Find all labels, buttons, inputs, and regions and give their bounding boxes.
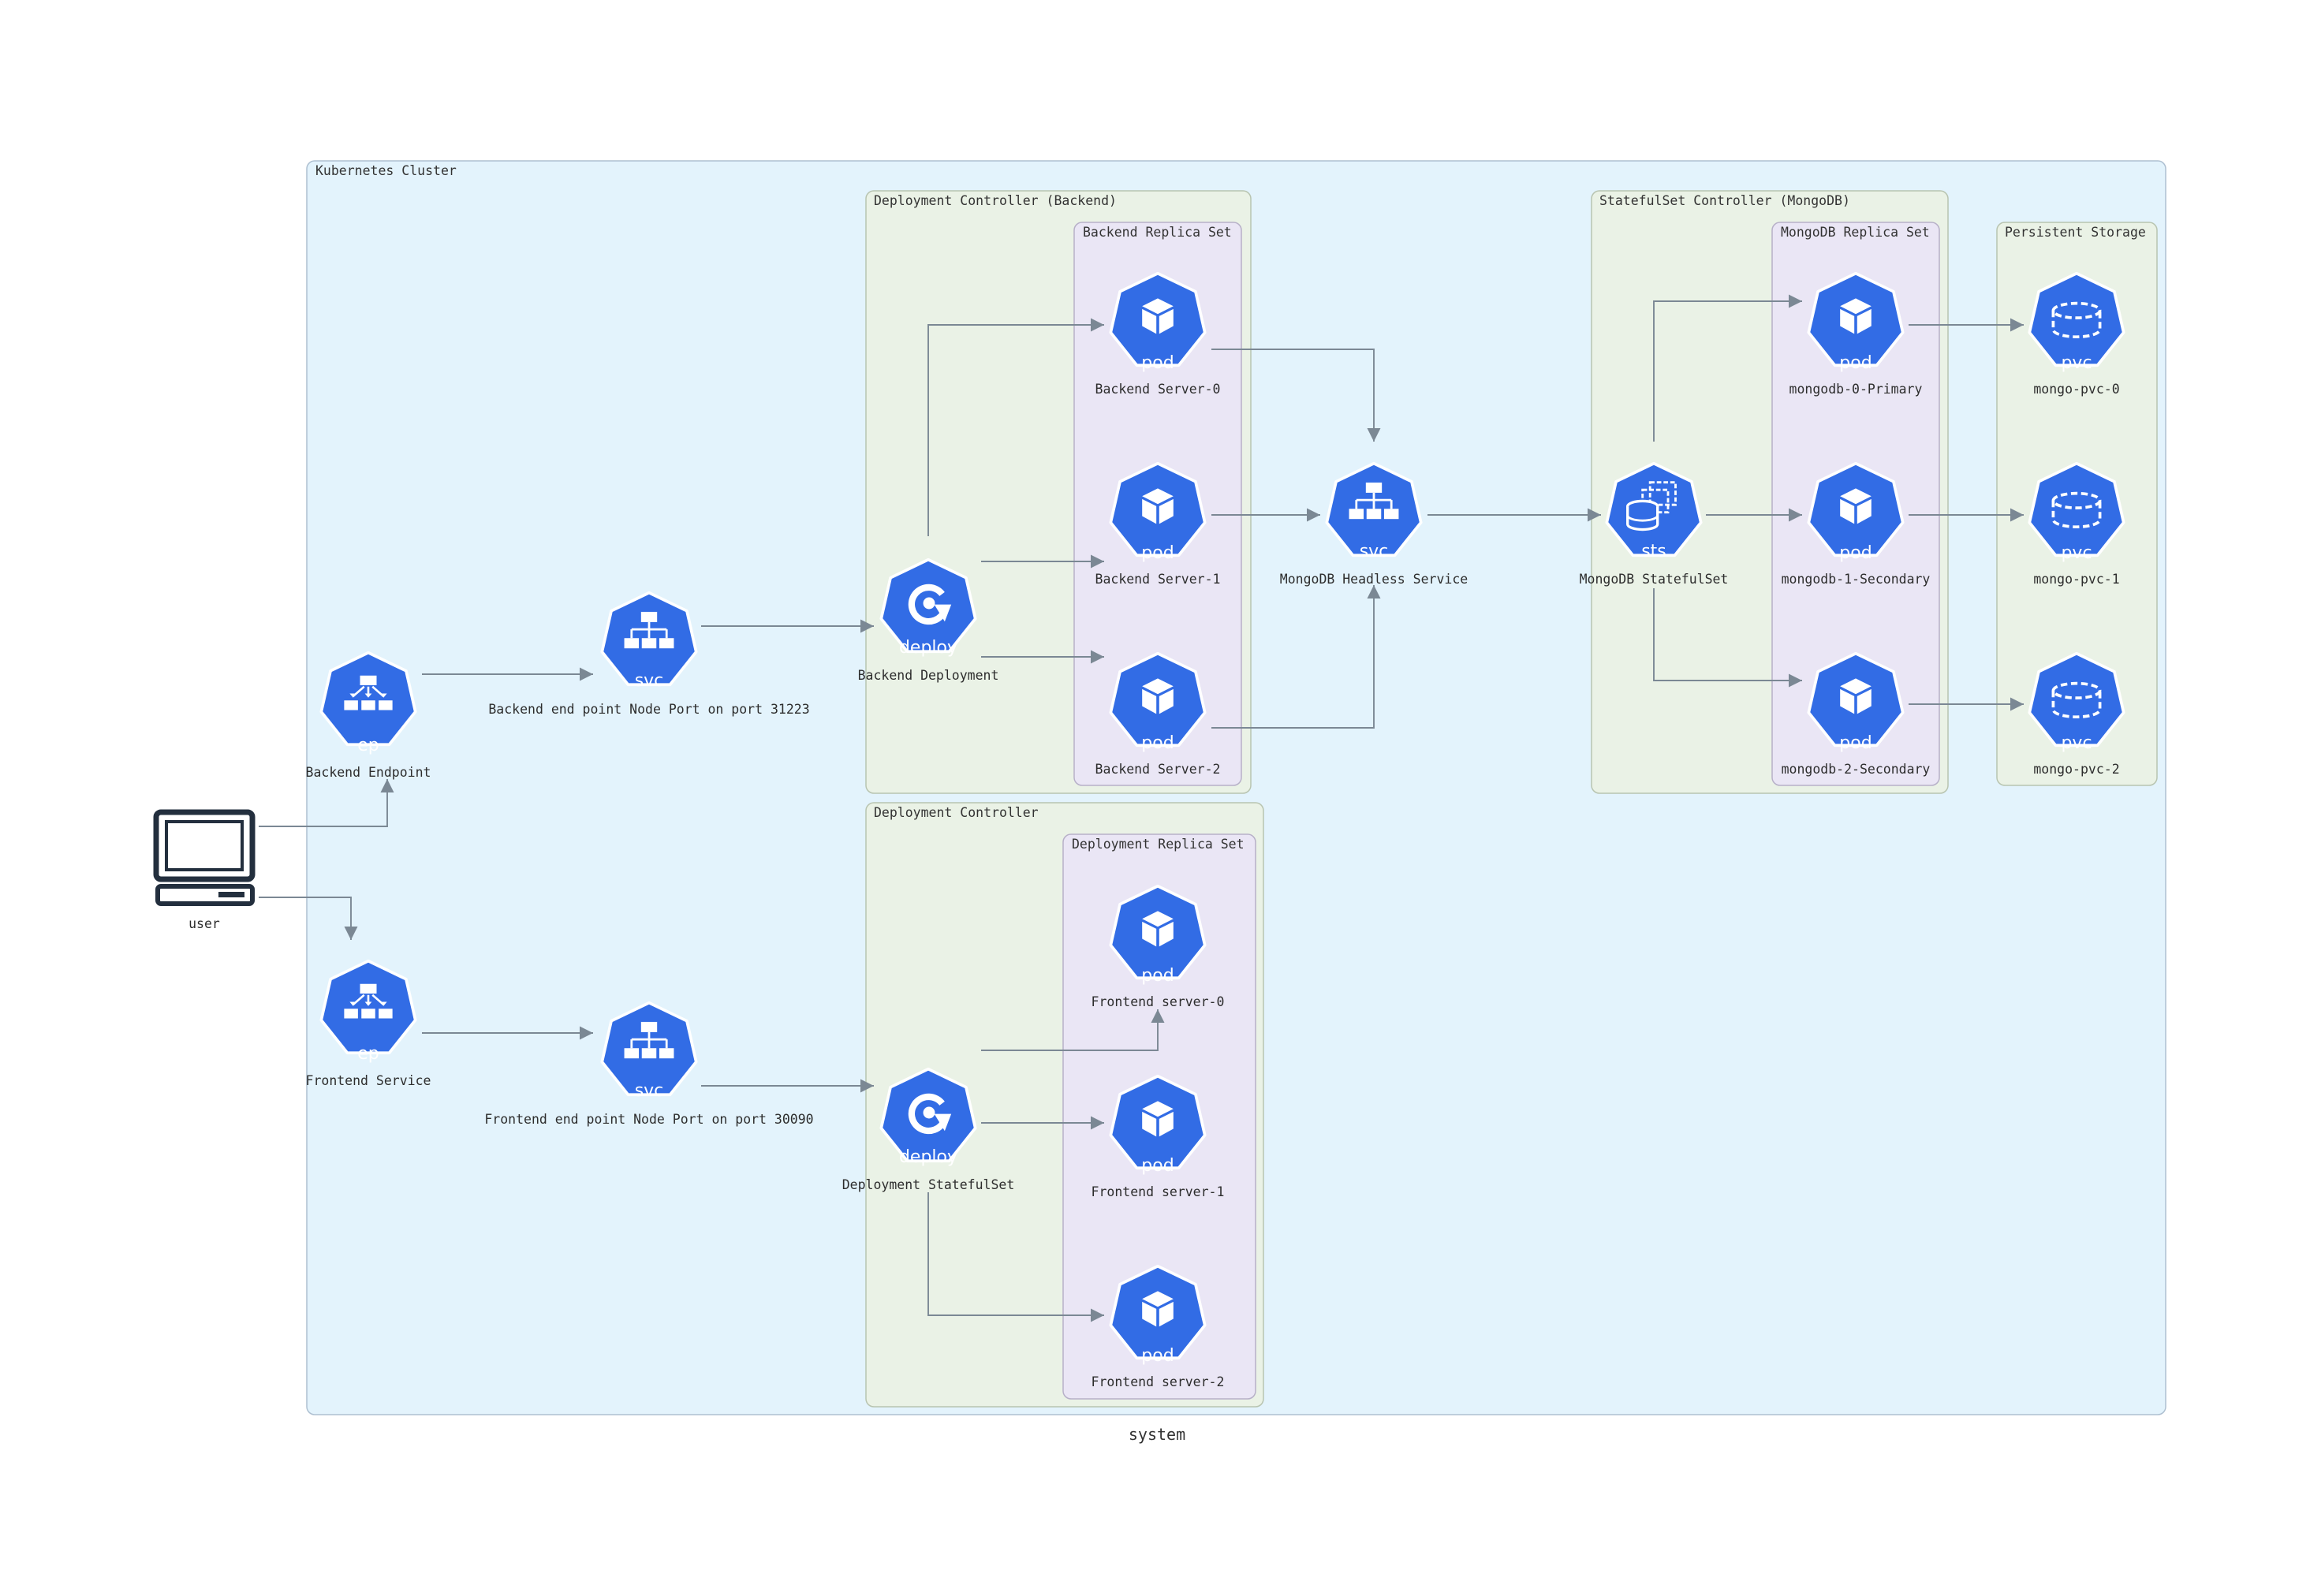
node-frontend-service-label: Frontend Service <box>306 1073 431 1088</box>
node-mongodb-0-primary[interactable]: pod mongodb-0-Primary <box>1789 271 1923 397</box>
node-backend-server-1[interactable]: pod Backend Server-1 <box>1095 461 1221 587</box>
node-frontend-server-0-label: Frontend server-0 <box>1092 994 1225 1009</box>
node-backend-svc[interactable]: svc Backend end point Node Port on port … <box>488 591 810 717</box>
node-frontend-deployment-label: Deployment StatefulSet <box>842 1177 1015 1192</box>
node-mongodb-1-secondary[interactable]: pod mongodb-1-Secondary <box>1782 461 1931 587</box>
node-frontend-server-0-badge: pod <box>1141 966 1174 986</box>
node-mongo-pvc-0[interactable]: pvc mongo-pvc-0 <box>2028 271 2125 397</box>
node-mongodb-2-secondary[interactable]: pod mongodb-2-Secondary <box>1782 651 1931 777</box>
node-frontend-svc[interactable]: svc Frontend end point Node Port on port… <box>484 1001 814 1127</box>
node-frontend-service-badge: ep <box>357 1044 379 1064</box>
node-backend-deployment-badge: deploy <box>899 638 957 658</box>
node-mongo-pvc-2-badge: pvc <box>2061 733 2092 753</box>
node-mongodb-headless-service-label: MongoDB Headless Service <box>1280 572 1468 587</box>
node-backend-server-2-badge: pod <box>1141 733 1174 753</box>
node-mongodb-statefulset[interactable]: sts MongoDB StatefulSet <box>1580 461 1729 587</box>
node-frontend-deployment-badge: deploy <box>899 1147 957 1167</box>
edge-pod0-mongo-svc <box>1211 349 1381 442</box>
node-frontend-svc-badge: svc <box>635 1081 664 1101</box>
node-mongo-pvc-1-badge: pvc <box>2061 543 2092 563</box>
node-backend-server-2[interactable]: pod Backend Server-2 <box>1095 651 1221 777</box>
node-mongo-pvc-0-label: mongo-pvc-0 <box>2033 382 2119 397</box>
node-mongo-pvc-0-badge: pvc <box>2061 353 2092 373</box>
edge-frontend-deploy-pod2 <box>927 1192 1104 1322</box>
node-backend-endpoint-label: Backend Endpoint <box>306 765 431 780</box>
cluster-kubernetes-label: Kubernetes Cluster <box>315 163 457 178</box>
node-frontend-server-2-label: Frontend server-2 <box>1092 1374 1225 1389</box>
edges <box>259 294 2024 1322</box>
node-mongodb-0-primary-label: mongodb-0-Primary <box>1789 382 1923 397</box>
node-frontend-deployment[interactable]: deploy Deployment StatefulSet <box>842 1067 1015 1192</box>
node-user-label: user <box>188 916 220 931</box>
cluster-mongodb-replica-set-label: MongoDB Replica Set <box>1781 225 1930 240</box>
node-backend-svc-badge: svc <box>635 671 664 691</box>
node-frontend-server-1[interactable]: pod Frontend server-1 <box>1092 1074 1225 1199</box>
node-backend-server-0-badge: pod <box>1141 353 1174 373</box>
node-mongodb-1-secondary-badge: pod <box>1839 543 1872 563</box>
node-user[interactable]: user <box>153 809 256 931</box>
node-backend-deployment[interactable]: deploy Backend Deployment <box>858 557 999 683</box>
desktop-computer-icon <box>153 809 256 906</box>
edge-frontend-deploy-pod0 <box>981 1009 1165 1051</box>
node-frontend-svc-label: Frontend end point Node Port on port 300… <box>484 1112 813 1127</box>
node-backend-server-0[interactable]: pod Backend Server-0 <box>1095 271 1221 397</box>
node-frontend-server-1-badge: pod <box>1141 1156 1174 1176</box>
edge-sts-mongo0 <box>1653 294 1802 442</box>
node-mongodb-0-primary-badge: pod <box>1839 353 1872 373</box>
node-mongodb-statefulset-label: MongoDB StatefulSet <box>1580 572 1729 587</box>
node-backend-server-1-label: Backend Server-1 <box>1095 572 1221 587</box>
node-frontend-server-1-label: Frontend server-1 <box>1092 1184 1225 1199</box>
node-mongodb-headless-service[interactable]: svc MongoDB Headless Service <box>1280 461 1468 587</box>
cluster-deployment-backend-label: Deployment Controller (Backend) <box>874 193 1117 208</box>
node-backend-deployment-label: Backend Deployment <box>858 668 999 683</box>
cluster-backend-replica-set-label: Backend Replica Set <box>1083 225 1232 240</box>
node-mongo-pvc-2-label: mongo-pvc-2 <box>2033 762 2119 777</box>
node-frontend-service[interactable]: ep Frontend Service <box>306 959 431 1088</box>
node-backend-server-0-label: Backend Server-0 <box>1095 382 1221 397</box>
node-mongodb-2-secondary-badge: pod <box>1839 733 1872 753</box>
edge-user-backend-ep <box>259 779 394 827</box>
node-mongodb-statefulset-badge: sts <box>1641 542 1666 561</box>
node-mongo-pvc-1-label: mongo-pvc-1 <box>2033 572 2119 587</box>
edge-user-frontend-ep <box>259 897 358 940</box>
node-backend-endpoint[interactable]: ep Backend Endpoint <box>306 651 431 780</box>
node-mongodb-headless-service-badge: svc <box>1360 542 1389 561</box>
edge-sts-mongo2 <box>1653 588 1802 688</box>
edge-pod2-mongo-svc <box>1211 585 1381 729</box>
edge-backend-deploy-pod0 <box>927 318 1104 536</box>
diagram-title: system <box>1129 1425 1185 1444</box>
cluster-deployment-frontend-label: Deployment Controller <box>874 805 1039 820</box>
cluster-persistent-storage-label: Persistent Storage <box>2005 225 2146 240</box>
node-backend-server-2-label: Backend Server-2 <box>1095 762 1221 777</box>
node-backend-endpoint-badge: ep <box>357 736 379 755</box>
node-mongodb-2-secondary-label: mongodb-2-Secondary <box>1782 762 1931 777</box>
node-backend-server-1-badge: pod <box>1141 543 1174 563</box>
cluster-frontend-replica-set-label: Deployment Replica Set <box>1072 837 1245 852</box>
node-frontend-server-2[interactable]: pod Frontend server-2 <box>1092 1264 1225 1389</box>
node-frontend-server-0[interactable]: pod Frontend server-0 <box>1092 884 1225 1009</box>
node-mongo-pvc-1[interactable]: pvc mongo-pvc-1 <box>2028 461 2125 587</box>
node-mongodb-1-secondary-label: mongodb-1-Secondary <box>1782 572 1931 587</box>
node-backend-svc-label: Backend end point Node Port on port 3122… <box>488 702 809 717</box>
node-mongo-pvc-2[interactable]: pvc mongo-pvc-2 <box>2028 651 2125 777</box>
cluster-statefulset-mongodb-label: StatefulSet Controller (MongoDB) <box>1599 193 1850 208</box>
node-frontend-server-2-badge: pod <box>1141 1346 1174 1366</box>
